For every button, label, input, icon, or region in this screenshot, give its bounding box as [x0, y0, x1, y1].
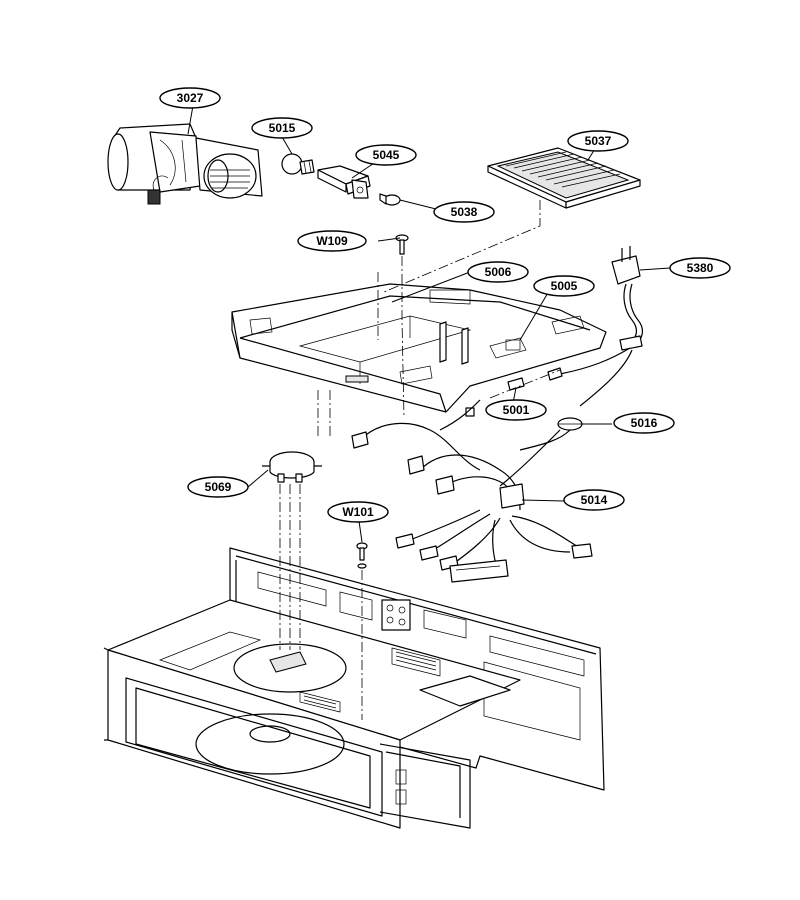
callout-label: 5016: [631, 416, 658, 430]
oven-cavity-chassis: [103, 547, 605, 829]
callout-label: 5006: [485, 265, 512, 279]
callout-label: 5045: [373, 148, 400, 162]
base-plate: [231, 283, 607, 413]
callout-5038: 5038: [433, 201, 495, 223]
interlock-switch: [465, 377, 525, 417]
callout-5380: 5380: [669, 257, 731, 279]
callout-label: 5069: [205, 480, 232, 494]
callout-label: 5038: [451, 205, 478, 219]
callout-label: 5001: [503, 403, 530, 417]
callout-label: W101: [342, 505, 374, 519]
callout-5045: 5045: [355, 144, 417, 166]
callout-5016: 5016: [613, 412, 675, 434]
charcoal-filter: [487, 147, 641, 209]
callout-5006: 5006: [467, 261, 529, 283]
turntable-motor: [262, 451, 322, 483]
screw-w109: [395, 234, 409, 255]
callout-5037: 5037: [567, 130, 629, 152]
callout-label: 5380: [687, 261, 714, 275]
callout-3027: 3027: [159, 87, 221, 109]
callout-w101: W101: [327, 501, 389, 523]
blower-motor-assembly: [107, 123, 263, 205]
callout-5069: 5069: [187, 476, 249, 498]
callout-label: 3027: [177, 91, 204, 105]
callout-w109: W109: [297, 230, 367, 252]
callout-label: 5037: [585, 134, 612, 148]
callout-label: 5005: [551, 279, 578, 293]
screw-w101: [356, 542, 368, 569]
callout-5015: 5015: [251, 117, 313, 139]
lamp-bulb: [281, 153, 315, 175]
wire-harness: [351, 399, 593, 583]
callout-5001: 5001: [485, 399, 547, 421]
assembly-lines: [279, 200, 561, 720]
callout-5005: 5005: [533, 275, 595, 297]
callout-label: W109: [316, 234, 348, 248]
leader-lines: [187, 99, 671, 543]
thermostat: [519, 417, 583, 451]
callout-label: 5015: [269, 121, 296, 135]
callout-label: 5014: [581, 493, 608, 507]
callout-5014: 5014: [563, 489, 625, 511]
thermal-fuse: [379, 193, 401, 206]
lamp-socket: [317, 165, 371, 199]
